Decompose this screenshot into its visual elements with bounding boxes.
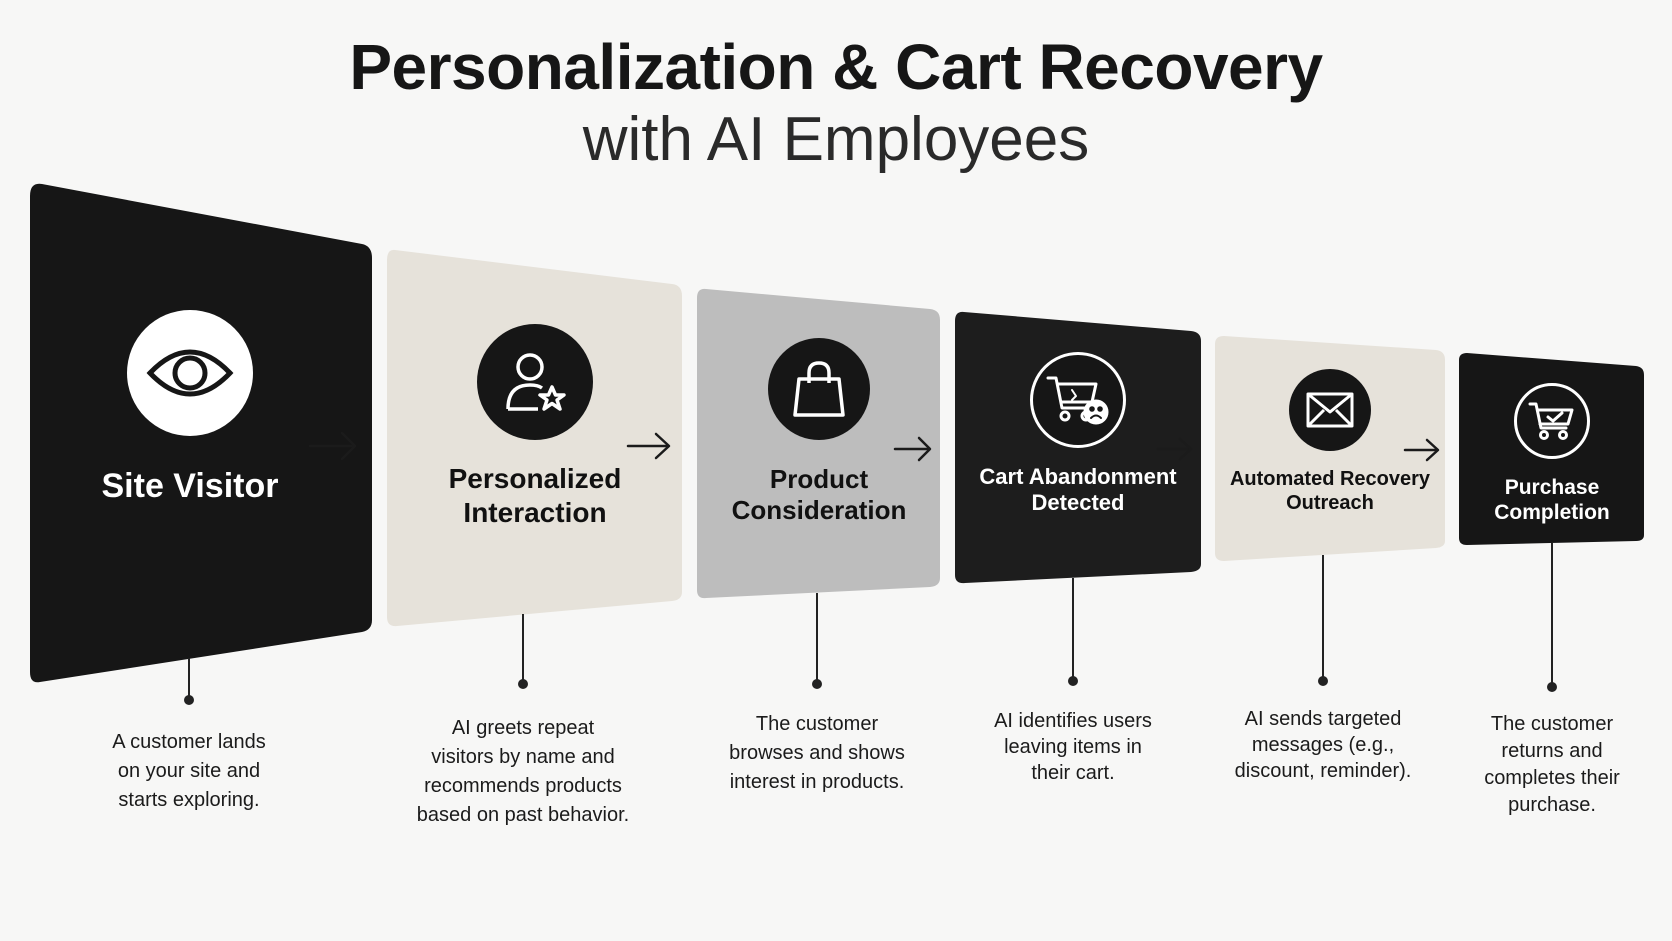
step-label: Cart Abandonment Detected [979,464,1177,516]
description-line: starts exploring. [118,789,260,811]
description-line: AI sends targeted [1244,708,1402,730]
step-product-consideration: Product Consideration [702,338,936,526]
description-line: discount, reminder). [1234,760,1412,782]
description-line: browses and shows [729,742,905,764]
description-line: The customer [1490,713,1614,735]
shopping-bag-icon [768,338,870,440]
description-line: their cart. [1031,762,1115,784]
connector-cart-abandonment [1068,578,1078,686]
description-line: based on past behavior. [416,804,630,826]
description-line: returns and [1501,740,1603,762]
arrow-right-icon [1403,438,1440,462]
step-label: Purchase Completion [1494,476,1610,525]
step-description-purchase-completion: The customer returns and completes their… [1452,711,1652,819]
description-line: on your site and [117,760,261,782]
diagram-subtitle: with AI Employees [582,105,1090,174]
description-line: AI identifies users [994,710,1152,732]
eye-icon [127,310,253,436]
step-personalized-interaction: Personalized Interaction [404,324,666,529]
description-line: completes their [1484,767,1620,789]
step-recovery-outreach: Automated Recovery Outreach [1222,369,1438,515]
step-description-site-visitor: A customer lands on your site and starts… [69,728,309,815]
step-purchase-completion: Purchase Completion [1462,383,1642,525]
connector-site-visitor [184,658,194,705]
arrow-right-icon [1156,437,1193,461]
step-cart-abandonment: Cart Abandonment Detected [960,352,1196,517]
step-label: Site Visitor [101,467,279,505]
connector-recovery-outreach [1318,555,1328,686]
description-line: interest in products. [729,771,905,793]
description-line: recommends products [424,775,622,797]
step-card-product-consideration [697,288,940,599]
diagram-title: Personalization & Cart Recovery [349,31,1323,103]
description-line: messages (e.g., [1251,734,1395,756]
step-site-visitor: Site Visitor [60,310,320,507]
description-line: purchase. [1508,794,1596,816]
arrow-right-icon [308,431,357,461]
step-description-recovery-outreach: AI sends targeted messages (e.g., discou… [1203,706,1443,784]
step-description-product-consideration: The customer browses and shows interest … [697,710,937,797]
sad-cart-icon [1030,352,1126,448]
step-label: Product Consideration [731,464,907,526]
connector-personalized-interaction [518,614,528,689]
arrow-right-icon [626,432,671,460]
connector-product-consideration [812,593,822,689]
description-line: AI greets repeat [451,717,595,739]
description-line: A customer lands [112,731,266,753]
step-label: Personalized Interaction [448,463,622,528]
arrow-right-icon [893,436,932,462]
connector-purchase-completion [1547,543,1557,692]
user-star-icon [477,324,593,440]
step-label: Automated Recovery Outreach [1229,468,1431,514]
step-description-personalized-interaction: AI greets repeat visitors by name and re… [393,714,653,830]
cart-check-icon [1514,383,1590,459]
step-description-cart-abandonment: AI identifies users leaving items in the… [953,708,1193,786]
description-line: leaving items in [1004,736,1142,758]
description-line: The customer [755,713,879,735]
envelope-icon [1289,369,1371,451]
description-line: visitors by name and [431,746,615,768]
